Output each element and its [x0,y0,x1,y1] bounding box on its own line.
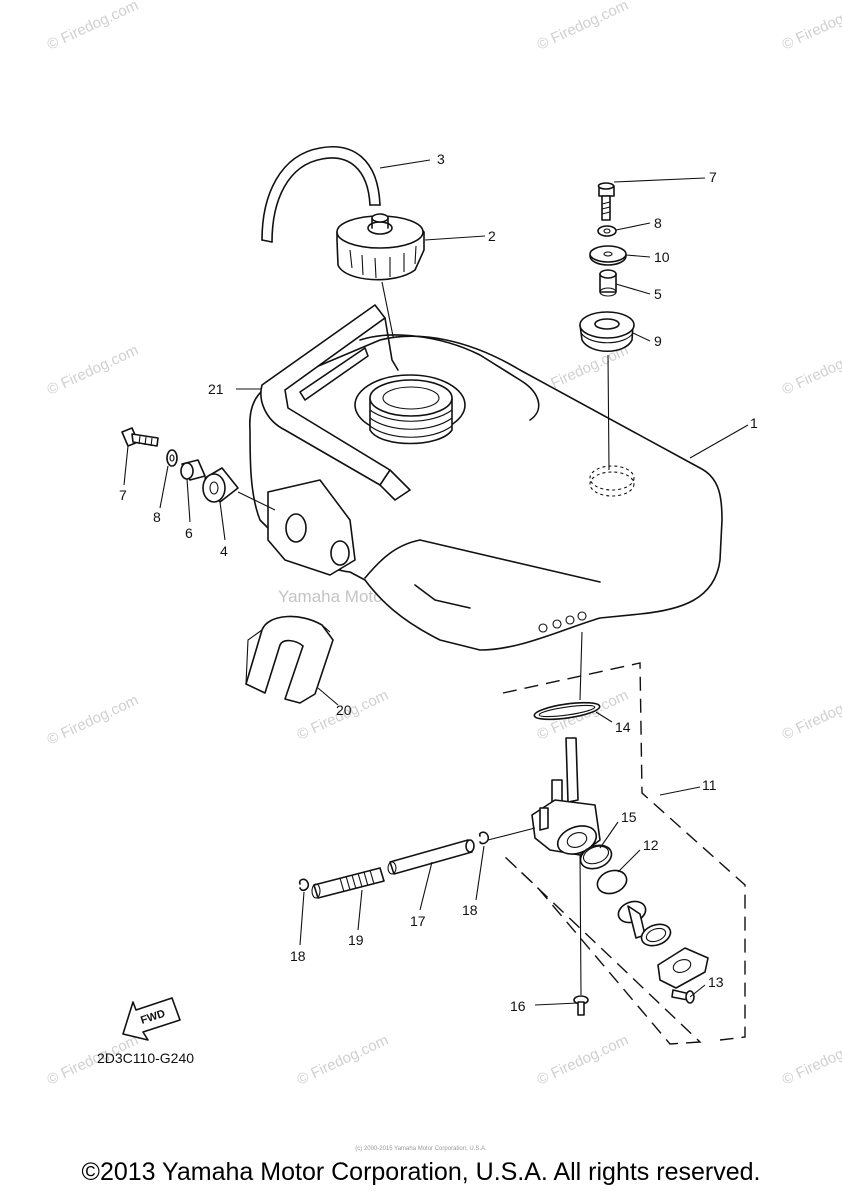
callout-21: 21 [208,381,224,397]
fuel-cock-plate [657,947,709,989]
fuel-cock-body [531,737,601,856]
part-10-washer [589,245,627,266]
callout-12: 12 [643,837,659,853]
callout-3: 3 [437,151,445,167]
part-17-fuel-hose [387,839,475,875]
watermark-site: © Firedog.com [780,687,842,744]
callout-16: 16 [510,998,526,1014]
part-18-clip-right [478,831,490,845]
fwd-arrow-icon: FWD [122,997,181,1041]
callout-19: 19 [348,932,364,948]
callout-13: 13 [708,974,724,990]
part-15-gasket [579,844,613,870]
callout-11: 11 [702,777,717,793]
watermark-site: © Firedog.com [535,0,632,54]
callout-6: 6 [185,525,193,541]
part-16-screw [573,995,589,1016]
watermark-site: © Firedog.com [45,0,142,54]
watermark-site: © Firedog.com [780,0,842,54]
callout-17: 17 [410,913,426,929]
callout-8-left: 8 [153,509,161,525]
callout-15: 15 [621,809,637,825]
part-14-o-ring [533,701,601,721]
fuel-cock-seal [640,923,672,947]
part-12-packing [596,869,628,895]
callout-18-left: 18 [290,948,306,964]
callout-20: 20 [336,702,352,718]
part-7-bolt-upper [597,182,615,221]
part-11-fuel-cock-assembly-outline [502,662,746,1045]
watermark-site: © Firedog.com [780,1032,842,1089]
watermark-site: © Firedog.com [535,1032,632,1089]
callout-18-right: 18 [462,902,478,918]
callout-labels: 3 2 7 8 10 5 9 1 21 7 8 6 4 20 14 11 15 … [119,151,758,1014]
part-18-clip-left [298,878,310,891]
watermark-site: © Firedog.com [780,342,842,399]
part-20-pad [245,615,334,704]
part-5-collar [599,269,617,297]
callout-9: 9 [654,333,662,349]
part-9-grommet [579,311,635,352]
callout-2: 2 [488,228,496,244]
part-2-fuel-cap [336,213,425,281]
watermark-site: © Firedog.com [295,1032,392,1089]
fineprint: (c) 2000-2015 Yamaha Motor Corporation, … [355,1146,487,1152]
callout-4: 4 [220,543,228,559]
callout-1: 1 [750,415,758,431]
part-7-bolt-left [121,427,159,447]
part-6-collar-left [180,459,206,481]
fuel-cock-lever [617,900,647,939]
diagram-code: 2D3C110-G240 [97,1050,194,1066]
callout-7-left: 7 [119,487,127,503]
callout-7-upper: 7 [709,169,717,185]
callout-10: 10 [654,249,670,265]
part-21-tank-guard [260,304,411,501]
callout-14: 14 [615,719,631,735]
copyright-notice: ©2013 Yamaha Motor Corporation, U.S.A. A… [81,1158,761,1186]
callout-5: 5 [654,286,662,302]
part-4-damper-left [202,467,239,503]
part-19-spring [311,867,385,899]
callout-8-upper: 8 [654,215,662,231]
watermark-site: © Firedog.com [45,692,142,749]
part-8-washer-upper [597,225,617,237]
watermark-site: © Firedog.com [45,342,142,399]
part-8-washer-left [166,449,178,467]
part-3-breather-hose [261,146,381,243]
leader-lines [123,159,749,1006]
